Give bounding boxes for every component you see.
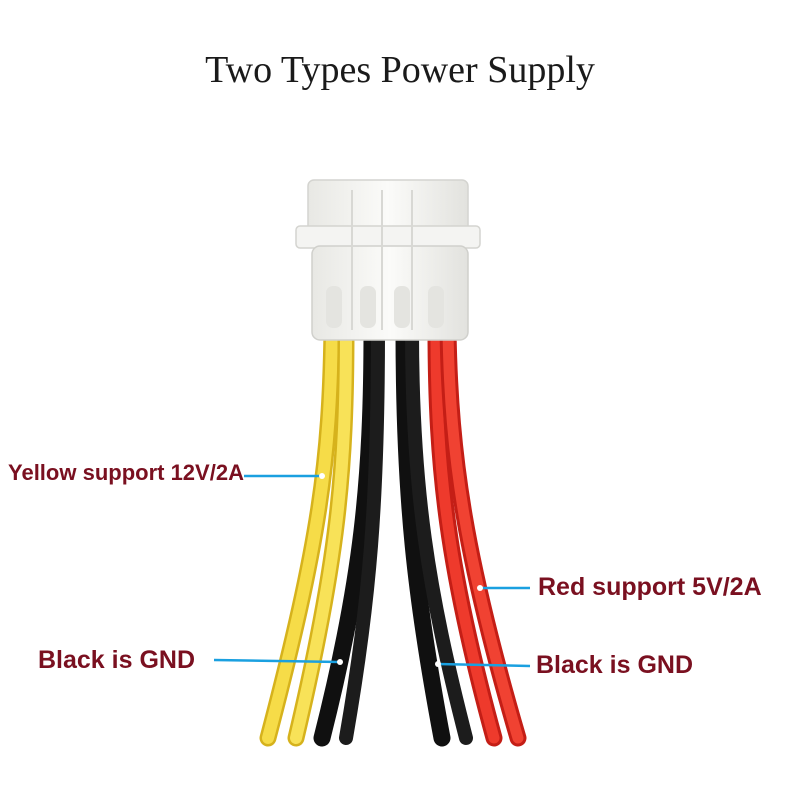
page-title: Two Types Power Supply <box>205 49 595 91</box>
label-red-5v: Red support 5V/2A <box>538 573 762 601</box>
molex-connector <box>295 179 481 341</box>
black-wire <box>339 323 385 745</box>
leader-line-black-left <box>213 658 341 664</box>
leader-lines <box>213 474 531 668</box>
label-black-gnd-left: Black is GND <box>38 646 196 674</box>
black-wire <box>395 321 451 747</box>
leader-dots <box>319 473 483 667</box>
black-wire <box>405 323 473 745</box>
label-yellow-12v: Yellow support 12V/2A <box>8 460 244 485</box>
yellow-wire-highlight <box>290 324 352 744</box>
wire-bundle <box>259 321 527 747</box>
label-black-gnd-right: Black is GND <box>536 651 694 679</box>
red-wire-highlight <box>442 324 524 744</box>
yellow-wire-highlight <box>262 324 338 744</box>
leader-line-black-right <box>437 662 531 668</box>
red-wire-highlight <box>430 324 500 744</box>
